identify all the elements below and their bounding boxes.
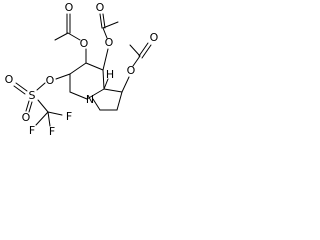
bond-ring-c8a-n [86,88,105,100]
atom-o-sulfonate: O [46,74,55,87]
bond-o-acyl-right [132,55,141,67]
atom-fluorine-2: F [49,125,55,138]
bond-acyl-methyl-left [54,32,69,41]
atom-o-sulfonyl-a: O [5,73,14,86]
bond-o-s [36,82,46,91]
atom-o-carbonyl-mid: O [96,1,105,14]
bond-lines [13,13,152,127]
bond-acyl-carbonyl-right-b [141,44,152,59]
bond-o-acyl-left [67,32,81,41]
bond-acyl-methyl-mid [102,21,119,29]
bond-s-o-lower-a [25,100,30,112]
bond-c-f2 [47,111,51,127]
chemical-structure-diagram: O O O O O O O S O O F F F N H [5,1,159,138]
bond-c8-o [102,48,109,71]
bond-ring-c8-c8a [102,69,105,90]
atom-labels: O O O O O O O S O O F F F N H [5,1,159,138]
bond-c1-o [121,76,130,93]
bond-s-o-upper-a [15,82,28,92]
bond-ring-n-c3 [92,98,101,111]
atom-o-carbonyl-left: O [65,1,74,14]
bond-acyl-carbonyl-mid-a [99,13,103,29]
atom-sulfur: S [29,89,36,102]
atom-nitrogen: N [86,93,94,106]
bond-o-acyl-mid [102,27,108,39]
atom-o-sulfonyl-b: O [22,111,31,124]
atom-fluorine-1: F [29,124,35,137]
bond-c-f1 [35,111,49,126]
bond-c8a-h [103,78,109,90]
bond-acyl-carbonyl-right-a [138,42,149,57]
bond-c-f3 [47,111,63,116]
atom-o-acetoxy-mid: O [105,36,114,49]
bond-acyl-carbonyl-mid-b [102,13,106,29]
bond-s-cf3 [37,99,49,113]
bond-s-o-lower-b [28,101,33,113]
bond-ring-c2-c1 [116,91,123,111]
bond-ring-c7-c8 [85,62,104,71]
bond-ring-n-c5 [69,91,88,100]
atom-o-acetoxy-right: O [127,64,136,77]
bond-ring-c6-c7 [69,62,87,75]
bond-s-o-upper-b [13,85,26,95]
bond-c6-o-triflate [55,73,71,80]
atom-o-acetoxy-left: O [80,37,89,50]
bond-acyl-methyl-right [129,44,141,57]
atom-fluorine-3: F [66,110,72,123]
atom-o-carbonyl-right: O [150,31,159,44]
atom-stereo-hydrogen: H [106,68,114,81]
bond-ring-c1-c8a [103,88,123,93]
